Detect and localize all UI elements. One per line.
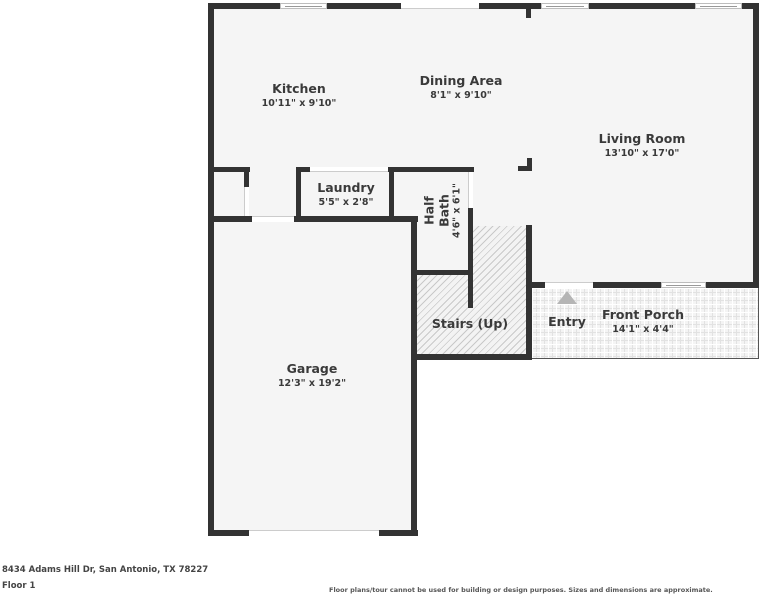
opening-entry-door xyxy=(545,282,593,288)
opening-dining xyxy=(401,3,479,9)
wall-right xyxy=(753,3,759,287)
wall-halfbath-right xyxy=(468,208,473,308)
entry-arrow-icon xyxy=(557,291,577,304)
room-half-bath: Half Bath 4'6" x 6'1" xyxy=(422,183,463,238)
room-dimensions: 10'11" x 9'10" xyxy=(261,98,337,109)
wall-halfbath-left xyxy=(411,216,416,276)
wall-closet-top xyxy=(208,167,250,172)
room-dimensions: 4'6" x 6'1" xyxy=(451,183,463,238)
opening-laundry xyxy=(310,167,388,172)
room-name: Dining Area xyxy=(419,73,503,88)
window-living-1 xyxy=(541,3,589,9)
wall-living-bottom xyxy=(527,282,759,288)
wall-garage-top xyxy=(208,216,418,222)
room-kitchen: Kitchen 10'11" x 9'10" xyxy=(262,81,337,109)
wall-laundry-top-right xyxy=(388,167,474,172)
room-living-room: Living Room 13'10" x 17'0" xyxy=(599,131,686,159)
opening-halfbath xyxy=(468,172,473,208)
wall-garage-right xyxy=(411,218,417,536)
room-laundry: Laundry 5'5" x 2'8" xyxy=(317,180,374,208)
window-kitchen xyxy=(280,3,327,9)
wall-laundry-right xyxy=(389,167,394,220)
garage-floor xyxy=(213,220,413,533)
room-dimensions: 13'10" x 17'0" xyxy=(604,148,680,159)
room-name: Laundry xyxy=(317,180,375,195)
room-name: Front Porch xyxy=(602,307,684,322)
window-porch xyxy=(661,282,706,288)
room-name-line2: Bath xyxy=(436,194,452,227)
room-garage: Garage 12'3" x 19'2" xyxy=(278,361,346,389)
room-dining-area: Dining Area 8'1" x 9'10" xyxy=(420,73,503,101)
room-entry: Entry xyxy=(548,314,586,329)
wall-stairs-bottom xyxy=(411,354,532,360)
wall-closet-right xyxy=(244,167,249,187)
wall-stub-mid-v xyxy=(527,158,532,171)
closet-floor xyxy=(213,170,247,218)
opening-garage-door-interior xyxy=(252,216,294,222)
property-address: 8434 Adams Hill Dr, San Antonio, TX 7822… xyxy=(2,565,209,575)
wall-laundry-left xyxy=(296,167,301,220)
room-front-porch: Front Porch 14'1" x 4'4" xyxy=(602,307,684,335)
opening-closet xyxy=(244,187,249,216)
room-stairs: Stairs (Up) xyxy=(432,316,508,331)
room-name: Garage xyxy=(286,361,338,376)
room-dimensions: 12'3" x 19'2" xyxy=(277,378,347,389)
wall-stairs-right xyxy=(526,225,532,360)
wall-left xyxy=(208,3,214,536)
opening-garage-door xyxy=(249,530,379,536)
wall-halfbath-bottom xyxy=(411,270,473,275)
wall-top xyxy=(208,3,759,9)
wall-stub-mid-h xyxy=(518,166,532,171)
wall-laundry-top xyxy=(296,167,310,172)
room-dimensions: 14'1" x 4'4" xyxy=(612,324,674,335)
room-name: Stairs (Up) xyxy=(431,316,509,331)
disclaimer: Floor plans/tour cannot be used for buil… xyxy=(329,586,713,594)
room-name: Entry xyxy=(548,314,586,329)
wall-stub-top xyxy=(526,8,531,18)
floor-label: Floor 1 xyxy=(2,581,36,591)
room-name: Living Room xyxy=(598,131,686,146)
room-dimensions: 8'1" x 9'10" xyxy=(430,90,492,101)
room-name-line1: Half xyxy=(421,196,437,225)
window-living-2 xyxy=(695,3,742,9)
room-dimensions: 5'5" x 2'8" xyxy=(318,197,374,208)
room-name: Kitchen xyxy=(272,81,326,96)
